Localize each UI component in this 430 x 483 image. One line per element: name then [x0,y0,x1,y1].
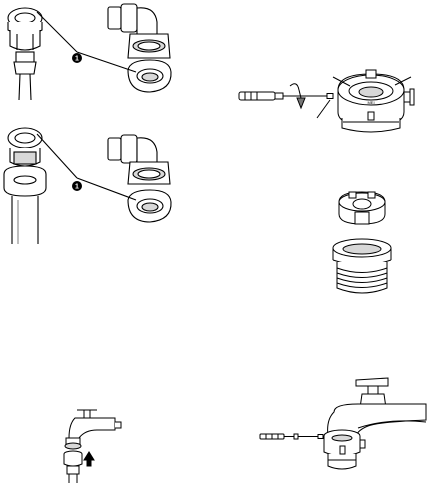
faucet [65,410,121,449]
callout-1-bottom: 1 [72,181,82,191]
svg-text:1: 1 [75,184,79,191]
callout-1-top: 1 [72,53,82,63]
upward-arrow-icon [84,452,94,466]
gasket-zoom [128,60,171,92]
figure-adapter-parts [325,188,400,298]
figure-hose-connection-top: 1 [0,0,180,105]
slotted-ring [339,192,385,224]
svg-text:1: 1 [75,56,79,63]
figure-adapter-tightening: MEI [235,70,425,140]
svg-text:MEI: MEI [367,100,374,105]
screwdriver-icon-2 [260,434,323,439]
screwdriver-icon [239,92,333,100]
faucet-adapter: MEI [338,70,414,132]
elbow-fitting-2 [108,135,170,184]
figure-faucet-attach [55,400,125,483]
elbow-fitting [108,4,170,58]
gasket-zoom-2 [128,190,171,222]
figure-hose-connection-bottom: 1 [0,122,180,247]
hose-end-fitting [8,8,42,100]
adapter-hose-end [64,451,82,483]
threaded-ring [333,239,391,293]
figure-faucet-tightening [258,372,426,480]
mounted-adapter [324,430,365,469]
hose-end-fitting-2 [4,128,46,244]
